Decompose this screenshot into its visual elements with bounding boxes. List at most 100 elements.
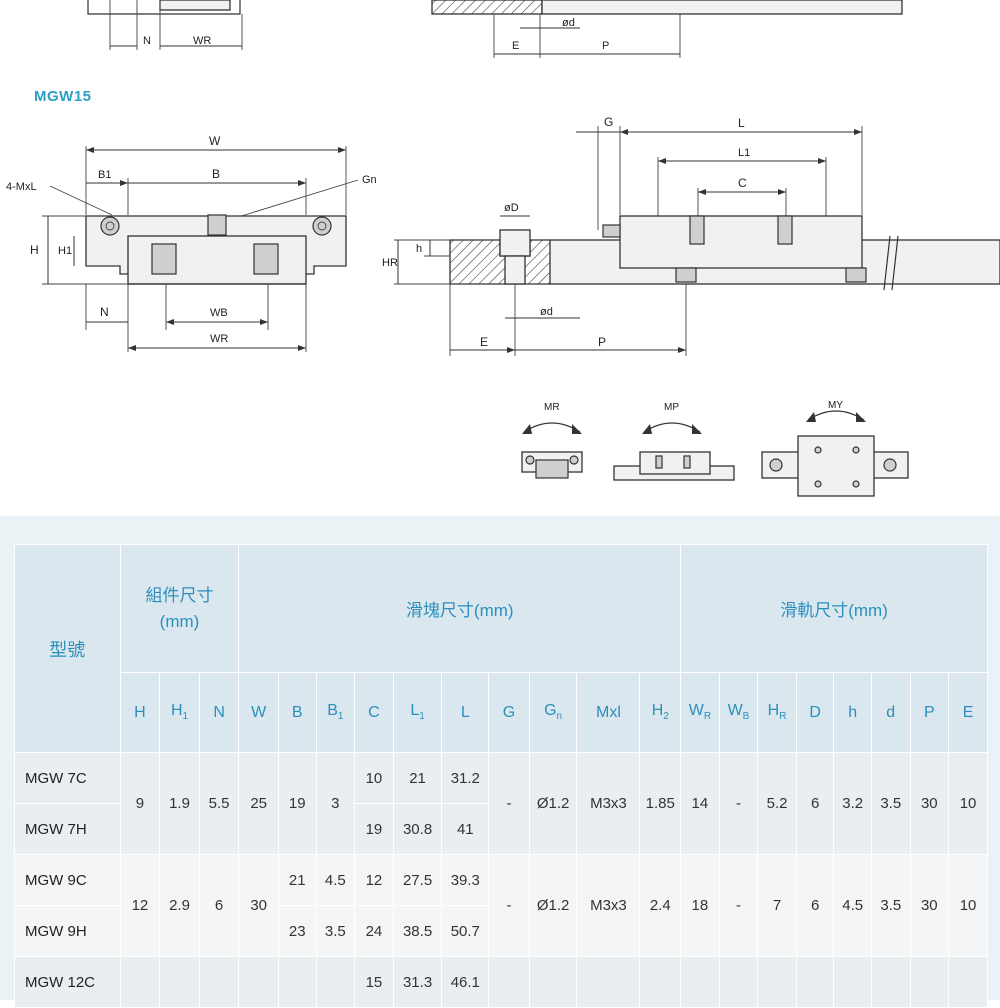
model-cell: MGW 12C bbox=[14, 956, 121, 1008]
l-label: L bbox=[738, 116, 745, 130]
mr-label: MR bbox=[544, 402, 560, 413]
small-h-label: h bbox=[416, 243, 422, 255]
column-header-base: L bbox=[460, 703, 470, 721]
p-label: P bbox=[598, 335, 606, 349]
value-cell: 9 bbox=[119, 752, 161, 855]
column-header-base: H bbox=[134, 703, 146, 721]
value-cell: - bbox=[718, 752, 759, 855]
value-cell: 3.2 bbox=[833, 752, 872, 855]
c-label: C bbox=[738, 176, 747, 190]
value-cell: 30 bbox=[909, 854, 950, 957]
value-cell: 2.4 bbox=[639, 854, 682, 957]
d-label: ød bbox=[540, 306, 553, 318]
value-cell: 30 bbox=[238, 854, 279, 957]
column-header: N bbox=[198, 672, 240, 753]
series-title: MGW15 bbox=[34, 88, 92, 105]
group-rail-header: 滑軌尺寸(mm) bbox=[680, 544, 988, 673]
l1-label: L1 bbox=[738, 147, 750, 159]
moment-my: MY bbox=[761, 400, 909, 497]
value-cell: 14 bbox=[680, 752, 720, 855]
value-cell: 3.5 bbox=[315, 905, 356, 957]
value-cell: 46.1 bbox=[441, 956, 490, 1008]
column-header-base: B bbox=[327, 702, 338, 720]
column-header: B1 bbox=[315, 672, 356, 753]
column-header: Mxl bbox=[576, 672, 641, 753]
value-cell: M3x3 bbox=[576, 752, 641, 855]
b1-label: B1 bbox=[98, 169, 111, 181]
header-group-row: 型號組件尺寸 (mm)滑塊尺寸(mm)滑軌尺寸(mm) bbox=[14, 544, 988, 753]
value-cell: - bbox=[488, 752, 530, 855]
column-header-base: B bbox=[291, 703, 303, 721]
group-block-header: 滑塊尺寸(mm) bbox=[238, 544, 682, 673]
column-header-base: Mxl bbox=[596, 703, 621, 721]
model-cell: MGW 7H bbox=[14, 803, 121, 855]
value-cell: - bbox=[488, 854, 530, 957]
value-cell: 6 bbox=[795, 854, 835, 957]
column-header-sub: B bbox=[742, 711, 750, 723]
value-cell: 41 bbox=[441, 803, 490, 855]
value-cell: 6 bbox=[198, 854, 240, 957]
value-cell: 2.9 bbox=[159, 854, 200, 957]
technical-drawing: N WR ød E P W B1 B 4-MxL bbox=[6, 0, 1000, 497]
column-header: B bbox=[277, 672, 317, 753]
column-header-base: L bbox=[410, 702, 420, 720]
wb-label: WB bbox=[210, 307, 228, 319]
top-n-label: N bbox=[143, 35, 151, 47]
value-cell bbox=[639, 956, 682, 1008]
column-header-base: D bbox=[809, 703, 821, 721]
column-header-base: G bbox=[502, 703, 516, 721]
value-cell: 21 bbox=[277, 854, 317, 906]
column-header-base: N bbox=[213, 703, 225, 721]
column-header: W bbox=[238, 672, 279, 753]
value-cell bbox=[909, 956, 950, 1008]
value-cell: 27.5 bbox=[392, 854, 443, 906]
mxl-label: 4-MxL bbox=[6, 181, 37, 193]
h-label: H bbox=[30, 243, 39, 257]
column-header: L1 bbox=[392, 672, 443, 753]
value-cell bbox=[198, 956, 240, 1008]
b-label: B bbox=[212, 167, 220, 181]
value-cell: 10 bbox=[948, 854, 988, 957]
top-wr-label: WR bbox=[193, 35, 211, 47]
value-cell: 4.5 bbox=[833, 854, 872, 957]
value-cell: 23 bbox=[277, 905, 317, 957]
value-cell: 25 bbox=[238, 752, 279, 855]
value-cell: 10 bbox=[354, 752, 394, 804]
value-cell: Ø1.2 bbox=[528, 854, 578, 957]
hr-label: HR bbox=[382, 257, 398, 269]
value-cell: M3x3 bbox=[576, 854, 641, 957]
column-header-sub: 2 bbox=[663, 711, 669, 723]
value-cell bbox=[315, 956, 356, 1008]
value-cell: 19 bbox=[354, 803, 394, 855]
value-cell: 38.5 bbox=[392, 905, 443, 957]
column-header-sub: 1 bbox=[337, 711, 344, 723]
moment-mp: MP bbox=[613, 402, 735, 481]
value-cell bbox=[238, 956, 279, 1008]
column-header-base: C bbox=[368, 703, 380, 721]
value-cell bbox=[159, 956, 200, 1008]
value-cell: 31.3 bbox=[392, 956, 443, 1008]
wr-label: WR bbox=[210, 333, 228, 345]
column-header-base: W bbox=[688, 702, 704, 720]
top-p-label: P bbox=[602, 40, 609, 52]
prev-side-view: ød E P bbox=[431, 0, 903, 58]
value-cell: 7 bbox=[757, 854, 797, 957]
column-header: H bbox=[119, 672, 161, 753]
value-cell: 4.5 bbox=[315, 854, 356, 906]
value-cell: - bbox=[718, 854, 759, 957]
column-header: Gn bbox=[528, 672, 578, 753]
column-header-base: h bbox=[848, 703, 858, 721]
w-label: W bbox=[209, 134, 221, 148]
value-cell: 1.85 bbox=[639, 752, 682, 855]
top-e-label: E bbox=[512, 40, 519, 52]
model-cell: MGW 7C bbox=[14, 752, 121, 804]
gn-label: Gn bbox=[362, 174, 377, 186]
e-label: E bbox=[480, 335, 488, 349]
value-cell bbox=[757, 956, 797, 1008]
value-cell: 21 bbox=[392, 752, 443, 804]
value-cell bbox=[948, 956, 988, 1008]
